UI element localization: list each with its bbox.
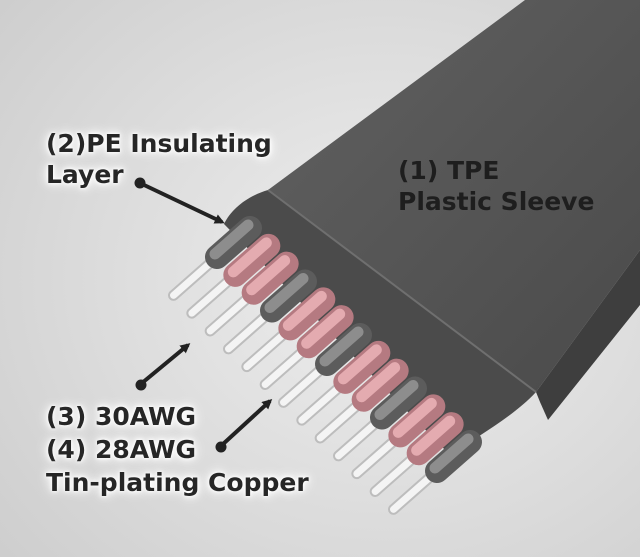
insulation-label-line2: Layer xyxy=(46,160,124,189)
sleeve-label-line1: (1) TPE xyxy=(398,156,500,185)
wire-gray-13 xyxy=(388,430,482,515)
insulation-label-line1: (2)PE Insulating xyxy=(46,129,272,158)
conductor-label-line2: (4) 28AWG xyxy=(46,435,197,464)
tpe-plastic-sleeve xyxy=(224,0,640,455)
insulation-label: (2)PE Insulating Layer xyxy=(46,128,272,190)
sleeve-label: (1) TPE Plastic Sleeve xyxy=(398,155,594,217)
wire-pink-9 xyxy=(314,358,409,444)
sleeve-underside xyxy=(536,250,640,420)
wire-bundle xyxy=(168,216,482,515)
conductor-label-line1: (3) 30AWG xyxy=(46,402,197,431)
wire-pink-6 xyxy=(259,305,354,390)
wire-gray-4 xyxy=(223,269,317,355)
awg28-arrow xyxy=(215,398,273,453)
awg28-arrow-line xyxy=(220,398,273,447)
wire-gray-10 xyxy=(333,376,427,462)
wire-pink-5 xyxy=(241,287,336,373)
sleeve-label-line2: Plastic Sleeve xyxy=(398,187,595,216)
sleeve-edge-highlight xyxy=(267,189,537,393)
wire-pink-8 xyxy=(296,340,391,426)
wire-pink-11 xyxy=(351,394,446,480)
awg30-arrow-line xyxy=(140,343,191,385)
wire-gray-7 xyxy=(278,323,372,408)
wire-gray-1 xyxy=(168,216,262,301)
sleeve-end-face xyxy=(224,190,536,455)
wire-pink-12 xyxy=(369,412,464,497)
wire-pink-2 xyxy=(186,233,281,319)
conductor-label: (3) 30AWG (4) 28AWG Tin-plating Copper xyxy=(46,400,309,499)
insulation-arrow xyxy=(134,177,225,224)
conductor-label-line3: Tin-plating Copper xyxy=(46,468,309,497)
callout-arrows xyxy=(134,177,273,453)
sleeve-top-face xyxy=(268,0,640,392)
wire-pink-3 xyxy=(204,251,299,337)
awg30-arrow xyxy=(135,343,191,391)
insulation-arrow-line xyxy=(141,182,225,224)
